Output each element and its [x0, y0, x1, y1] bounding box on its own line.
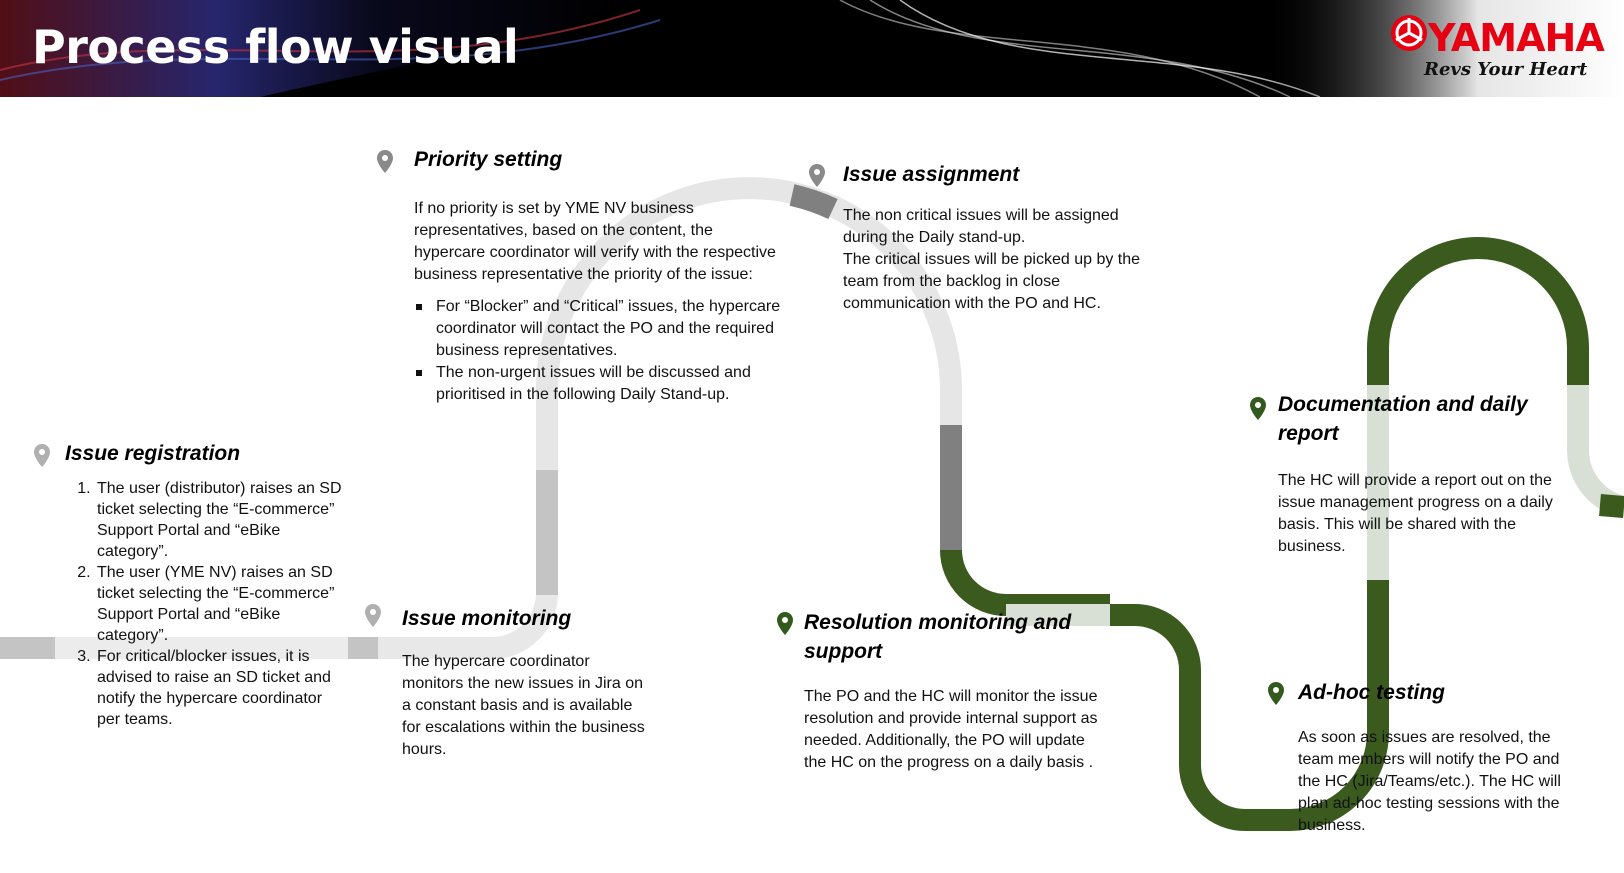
step-title: Issue monitoring — [402, 607, 572, 630]
map-pin-icon — [34, 444, 50, 467]
road-segment-monitoring-curve — [378, 470, 558, 659]
road-segment-green-curve — [940, 549, 1110, 616]
map-pin-icon — [1268, 682, 1284, 705]
map-pin-icon — [377, 150, 393, 173]
step-documentation: Documentation and daily report The HC wi… — [1278, 390, 1578, 558]
header-wave-graphic — [0, 0, 1624, 97]
step-title: Resolution monitoring and support — [804, 611, 1072, 663]
step-title: Documentation and daily report — [1278, 393, 1528, 445]
yamaha-logo: YAMAHA Revs Your Heart — [1390, 14, 1605, 89]
logo-wordmark: YAMAHA — [1428, 16, 1605, 60]
list-item: The non-urgent issues will be discussed … — [416, 362, 786, 406]
step-description: The hypercare coordinator monitors the n… — [402, 653, 645, 758]
step-description: The HC will provide a report out on the … — [1278, 472, 1553, 555]
list-item: The user (YME NV) raises an SD ticket se… — [95, 562, 345, 646]
road-segment-pale-exit — [1566, 385, 1624, 518]
list-item: For critical/blocker issues, it is advis… — [95, 646, 345, 730]
list-item: For “Blocker” and “Critical” issues, the… — [416, 296, 786, 362]
tuning-fork-emblem-icon — [1391, 15, 1427, 51]
page-title: Process flow visual — [32, 20, 519, 74]
step-resolution-monitoring: Resolution monitoring and support The PO… — [804, 608, 1104, 774]
list-item: The user (distributor) raises an SD tick… — [95, 478, 345, 562]
step-title: Ad-hoc testing — [1298, 681, 1445, 704]
priority-bullets: For “Blocker” and “Critical” issues, the… — [414, 296, 786, 406]
step-issue-assignment: Issue assignment The non critical issues… — [843, 160, 1143, 315]
map-pin-icon — [777, 612, 793, 635]
road-segment-green-up — [1289, 580, 1389, 831]
header-banner: Process flow visual YAMAHA Revs Your Hea… — [0, 0, 1624, 97]
step-title: Issue registration — [65, 442, 241, 465]
step-priority-setting: Priority setting If no priority is set b… — [414, 145, 786, 406]
step-description: The critical issues will be picked up by… — [843, 251, 1141, 312]
road-segment-arch-dark — [789, 184, 838, 220]
step-adhoc-testing: Ad-hoc testing As soon as issues are res… — [1298, 678, 1578, 837]
step-description: The PO and the HC will monitor the issue… — [804, 688, 1098, 771]
map-pin-icon — [1250, 397, 1266, 420]
step-title: Priority setting — [414, 148, 563, 171]
logo-tagline: Revs Your Heart — [1424, 59, 1588, 80]
step-title: Issue assignment — [843, 163, 1020, 186]
step-description: The non critical issues will be assigned… — [843, 207, 1119, 246]
step-issue-monitoring: Issue monitoring The hypercare coordinat… — [402, 604, 652, 761]
road-segment-green-exit — [1599, 494, 1624, 518]
road-segment-green-top — [1367, 237, 1589, 385]
road-segment-big-arch — [536, 177, 962, 470]
step-issue-registration: Issue registration The user (distributor… — [65, 439, 345, 730]
map-pin-icon — [809, 164, 825, 187]
map-pin-icon — [365, 604, 381, 627]
road-segment-green-s — [1110, 604, 1290, 831]
step-description: As soon as issues are resolved, the team… — [1298, 729, 1561, 834]
registration-list: The user (distributor) raises an SD tick… — [65, 478, 345, 730]
step-description: If no priority is set by YME NV business… — [414, 200, 776, 283]
